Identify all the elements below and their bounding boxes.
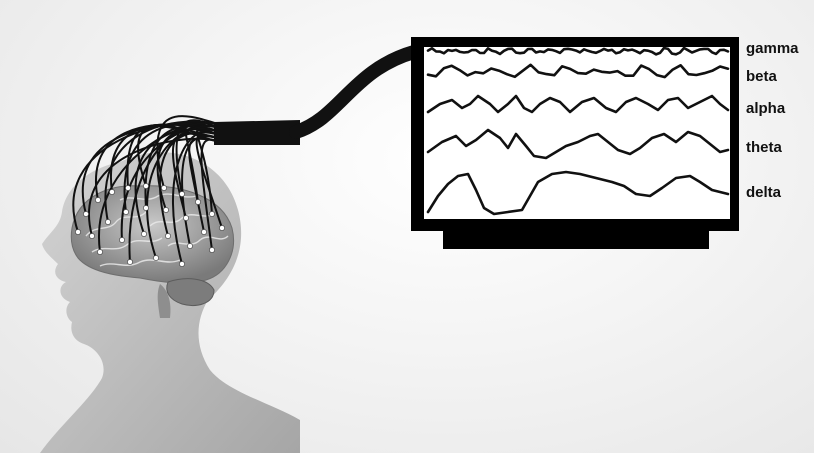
electrode-dot [209, 247, 214, 252]
electrode-dot [83, 211, 88, 216]
electrode-dot [97, 249, 102, 254]
wave-label-gamma: gamma [746, 41, 799, 56]
electrode-dot [105, 219, 110, 224]
electrode-dot [179, 191, 184, 196]
main-cable [296, 52, 414, 132]
electrode-dot [125, 185, 130, 190]
electrode-dot [219, 225, 224, 230]
electrode-dot [201, 229, 206, 234]
electrode-dot [109, 189, 114, 194]
electrode-dot [153, 255, 158, 260]
electrode-dot [127, 259, 132, 264]
electrode-dot [141, 231, 146, 236]
connector-sleeve [214, 120, 300, 145]
electrode-dot [179, 261, 184, 266]
wave-label-theta: theta [746, 140, 782, 155]
wave-label-beta: beta [746, 69, 777, 84]
electrode-dot [123, 209, 128, 214]
electrode-dot [161, 185, 166, 190]
electrode-dot [119, 237, 124, 242]
electrode-dot [165, 233, 170, 238]
electrode-dot [75, 229, 80, 234]
electrode-dot [95, 197, 100, 202]
electrode-dot [89, 233, 94, 238]
electrode-dot [195, 199, 200, 204]
electrode-dot [163, 207, 168, 212]
monitor-stand [443, 231, 709, 249]
wave-label-delta: delta [746, 185, 781, 200]
electrode-dot [209, 211, 214, 216]
electrode-dot [187, 243, 192, 248]
electrode-dot [143, 205, 148, 210]
electrode-dot [183, 215, 188, 220]
electrode-dot [143, 183, 148, 188]
wave-label-alpha: alpha [746, 101, 785, 116]
